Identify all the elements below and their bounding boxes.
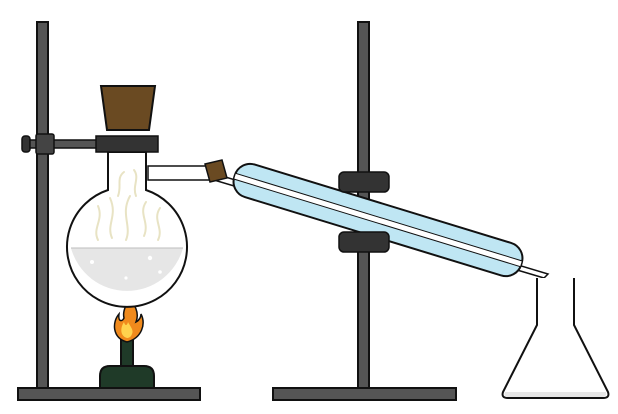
condenser-icon bbox=[232, 162, 524, 278]
condenser-stopper-icon bbox=[204, 159, 228, 183]
condenser-clamp-icon bbox=[338, 171, 390, 253]
ring-stand-left-icon bbox=[17, 21, 201, 401]
round-bottom-flask-icon bbox=[66, 135, 188, 308]
bunsen-burner-icon bbox=[99, 339, 155, 389]
clamp-icon bbox=[21, 133, 101, 155]
stopper-icon bbox=[99, 85, 157, 131]
erlenmeyer-flask-icon bbox=[501, 278, 610, 399]
